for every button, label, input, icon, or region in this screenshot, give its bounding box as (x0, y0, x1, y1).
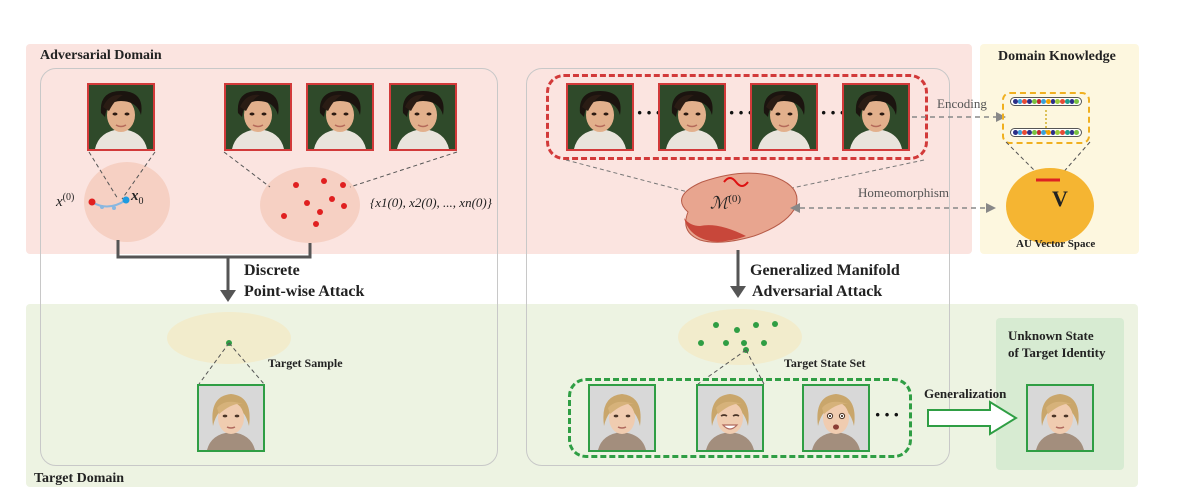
face-image-state-1 (588, 384, 656, 452)
adv-manifold-dashed-box (546, 74, 928, 160)
face-image-state-3 (802, 384, 870, 452)
homeomorphism-label: Homeomorphism (858, 185, 949, 200)
au-bead (1041, 130, 1047, 135)
au-bead (1064, 130, 1070, 135)
manifold-attack-label-2: Adversarial Attack (752, 283, 883, 300)
adv-set-label: {x1(0), x2(0), ..., xn(0)} (370, 195, 492, 210)
au-bead (1074, 130, 1080, 135)
au-bead (1022, 130, 1028, 135)
au-bead (1069, 130, 1075, 135)
au-bead (1046, 99, 1051, 104)
adversarial-domain-title: Adversarial Domain (40, 48, 162, 63)
au-bead (1055, 130, 1061, 135)
x0-adv-label: x(0) (56, 192, 74, 211)
au-bead (1031, 99, 1037, 104)
au-bead (1017, 130, 1023, 135)
ellipsis-icon: ··· (874, 402, 903, 427)
face-image-manifold-1 (566, 83, 634, 151)
au-encoding-dashed-box (1002, 92, 1090, 144)
manifold-base: ℳ (710, 193, 729, 213)
au-bead (1055, 99, 1061, 104)
left-diagram (84, 151, 458, 385)
au-bead (1036, 130, 1042, 135)
face-image-target-sample (197, 384, 265, 452)
x0-adv-sup: (0) (62, 192, 75, 203)
au-vector-space-ellipse (1006, 168, 1094, 244)
face-image-state-2 (696, 384, 764, 452)
au-bead (1031, 130, 1037, 135)
manifold-curve-icon (723, 177, 749, 187)
manifold-label: ℳ(0) (710, 193, 741, 214)
x0-adv-point (88, 198, 96, 206)
right-diagram (565, 112, 1018, 436)
au-bead (1060, 99, 1065, 104)
au-bead (1050, 99, 1056, 104)
au-bead (1027, 130, 1032, 135)
face-image-manifold-4 (842, 83, 910, 151)
manifold-sup: (0) (728, 193, 742, 205)
face-image-unknown-state (1026, 384, 1094, 452)
x0-adv-base: x (56, 194, 63, 210)
au-bead (1013, 99, 1018, 104)
au-bead (1022, 99, 1028, 104)
adv-set-ellipse (260, 167, 360, 243)
discrete-attack-label-2: Point-wise Attack (244, 283, 365, 300)
target-sample-label: Target Sample (268, 356, 343, 370)
au-bead (1013, 130, 1018, 135)
ellipsis-icon: ··· (820, 100, 849, 125)
au-space-diagram (1005, 110, 1094, 244)
x0-sub: 0 (138, 196, 144, 207)
au-bead (1069, 99, 1075, 104)
x0-point (122, 196, 130, 204)
au-bead (1064, 99, 1070, 104)
au-bead (1027, 99, 1032, 104)
au-bead (1036, 99, 1042, 104)
au-bead (1017, 99, 1023, 104)
au-bead (1041, 99, 1047, 104)
target-domain-title: Target Domain (34, 471, 125, 486)
left-panel-outline (40, 68, 498, 466)
ellipsis-icon: ··· (636, 100, 665, 125)
target-state-set-label: Target State Set (784, 356, 866, 370)
discrete-attack-arrow (116, 240, 312, 292)
au-bead (1074, 99, 1080, 104)
ellipsis-icon: ··· (728, 100, 757, 125)
au-vector-space-label: AU Vector Space (1016, 238, 1096, 250)
generalization-arrow (927, 400, 1018, 436)
target-state-ellipse (678, 309, 802, 365)
au-bar-bottom (1010, 128, 1082, 137)
target-state-dashed-box (568, 378, 912, 458)
discrete-attack-label-1: Discrete (244, 262, 300, 279)
adv-point-scatter (281, 178, 347, 227)
generalization-label: Generalization (924, 386, 1007, 401)
au-bead (1046, 130, 1051, 135)
au-bead (1050, 130, 1056, 135)
face-image-manifold-3 (750, 83, 818, 151)
au-bar-top (1010, 97, 1082, 106)
target-sample-ellipse (167, 312, 291, 364)
unknown-state-label-1: Unknown State (1008, 328, 1094, 343)
face-image-adv-2 (306, 83, 374, 151)
v-symbol: V (1052, 186, 1068, 211)
domain-knowledge-title: Domain Knowledge (998, 49, 1116, 64)
encoding-label: Encoding (937, 96, 987, 111)
manifold-attack-label-1: Generalized Manifold (750, 262, 900, 279)
right-panel-outline (526, 68, 950, 466)
unknown-state-label-2: of Target Identity (1008, 345, 1106, 360)
x0-base: x (131, 188, 139, 204)
au-bead (1060, 130, 1065, 135)
face-image-adv-3 (389, 83, 457, 151)
face-image-manifold-2 (658, 83, 726, 151)
face-image-adv-1 (224, 83, 292, 151)
x0-label: x0 (131, 188, 144, 207)
face-image-source (87, 83, 155, 151)
